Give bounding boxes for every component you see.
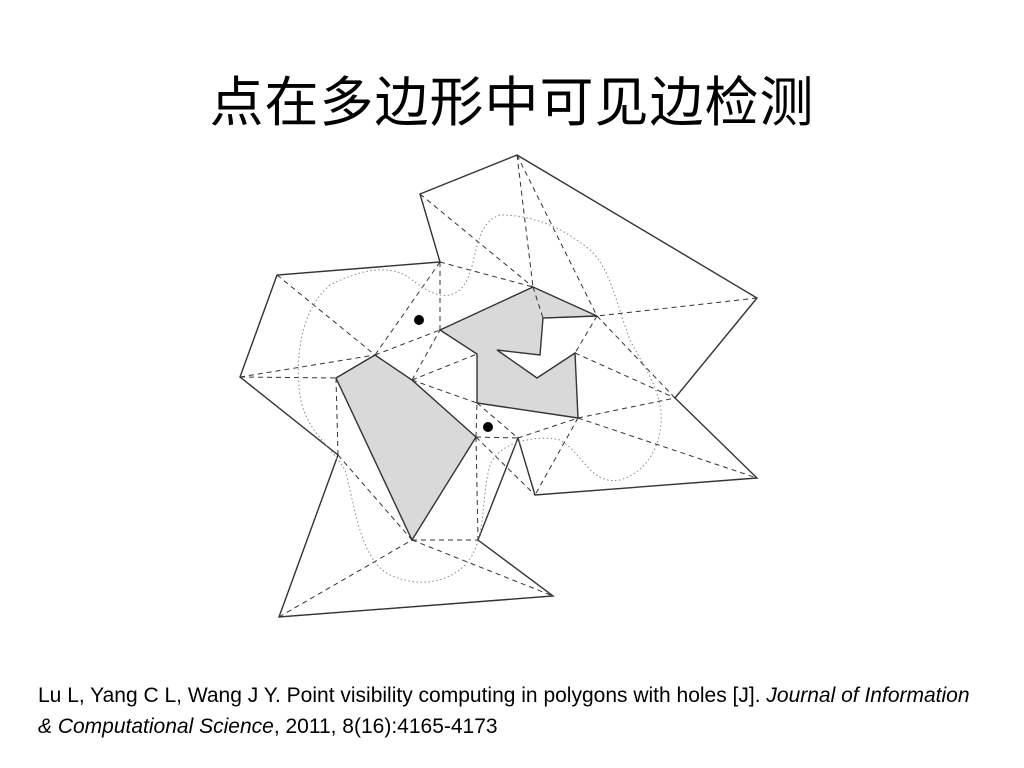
triangulation-edges: [239, 154, 758, 618]
citation: Lu L, Yang C L, Wang J Y. Point visibili…: [38, 680, 988, 742]
visibility-path: [297, 214, 662, 583]
slide-title: 点在多边形中可见边检测: [209, 71, 815, 134]
query-point-upper: [414, 315, 424, 325]
citation-journal: Journal of Information & Computational S…: [38, 684, 970, 738]
citation-details: , 2011, 8(16):4165-4173: [273, 715, 498, 738]
citation-authors: Lu L, Yang C L, Wang J Y. Point visibili…: [38, 684, 767, 707]
hole-right: [438, 286, 598, 419]
query-point-lower: [483, 422, 493, 432]
hole-left: [335, 354, 477, 542]
